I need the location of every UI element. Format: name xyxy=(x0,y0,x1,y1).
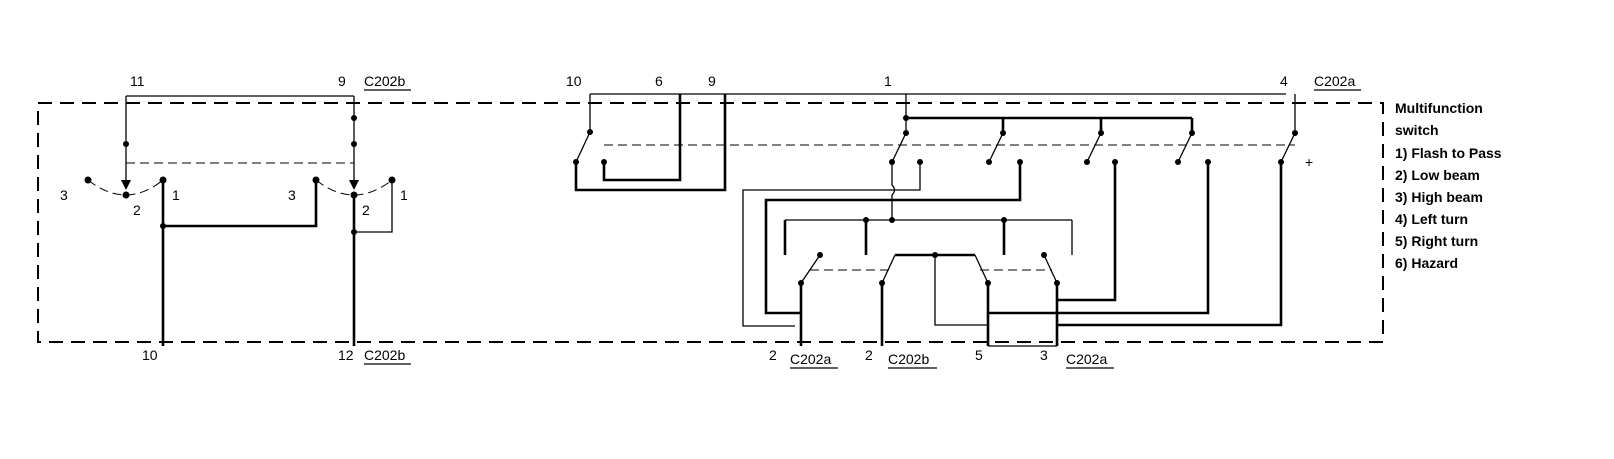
pin-6-label: 6 xyxy=(655,73,663,89)
switch-blade-1 xyxy=(891,132,907,163)
wire-sw1-d xyxy=(764,162,1022,315)
contact-dot xyxy=(1084,159,1090,165)
pin-3-label: 3 xyxy=(1040,347,1048,363)
pin-11-label: 11 xyxy=(130,73,145,89)
contact-dot xyxy=(1189,130,1195,136)
pin-5-label: 5 xyxy=(975,347,983,363)
switch-a-pos-3: 3 xyxy=(60,187,68,203)
legend-item: 6) Hazard xyxy=(1395,255,1458,271)
contact-dot xyxy=(122,191,130,199)
contact-dot xyxy=(986,159,992,165)
c202b-bottom-label-2: C202b xyxy=(888,351,929,367)
c202a-bottom-label-3: C202a xyxy=(1066,351,1107,367)
legend-item: 2) Low beam xyxy=(1395,167,1480,183)
wire-sw1-drop xyxy=(891,162,896,220)
wire-hazard-6 xyxy=(602,94,682,182)
switch-blade-hazard xyxy=(575,131,591,163)
legend-item: 1) Flash to Pass xyxy=(1395,145,1502,161)
switch-blade-3 xyxy=(1086,132,1102,163)
legend-item: 5) Right turn xyxy=(1395,233,1478,249)
switch-a-arc xyxy=(87,179,164,196)
switch-blade-5 xyxy=(1280,132,1296,163)
junction-dot xyxy=(889,217,895,223)
unused-terminal: + xyxy=(1305,154,1313,170)
pin-10-label: 10 xyxy=(142,347,158,363)
wire-sw1-c xyxy=(742,162,921,327)
legend-title-2: switch xyxy=(1395,122,1439,138)
wire-sw-b-pos-1 xyxy=(354,180,393,233)
left-switch-block: 11 9 C202b 3 2 1 3 2 1 1 xyxy=(60,73,411,365)
component-boundary xyxy=(37,102,1384,343)
switch-b-pos-1: 1 xyxy=(400,187,408,203)
legend-title: Multifunction xyxy=(1395,100,1483,116)
contact-dot xyxy=(1098,130,1104,136)
wire-sw-a-to-sw-b xyxy=(161,180,318,228)
junction-dot xyxy=(351,115,357,121)
wire-bridge-to-pin-5 xyxy=(934,255,988,326)
switch-a-arrow xyxy=(121,180,131,190)
pin-4-label: 4 xyxy=(1280,73,1288,89)
pin-10-label: 10 xyxy=(566,73,582,89)
wire-sw5-out xyxy=(1057,162,1283,327)
switch-a-pos-1: 1 xyxy=(172,187,180,203)
legend: Multifunction switch 1) Flash to Pass 2)… xyxy=(1395,100,1502,271)
switch-b-pos-2: 2 xyxy=(362,202,370,218)
legend-item: 3) High beam xyxy=(1395,189,1483,205)
switch-blade-6 xyxy=(800,254,821,284)
c202a-top-label: C202a xyxy=(1314,73,1355,89)
switch-blade-7 xyxy=(881,254,896,284)
contact-dot xyxy=(1041,252,1047,258)
contact-dot xyxy=(1000,130,1006,136)
pin-9-label: 9 xyxy=(338,73,346,89)
c202b-bottom-label: C202b xyxy=(364,347,405,363)
junction-dot xyxy=(863,217,869,223)
contact-dot xyxy=(1175,159,1181,165)
contact-dot xyxy=(1292,130,1298,136)
pin-12-label: 12 xyxy=(338,347,354,363)
right-switch-block: 10 6 9 1 4 C202a xyxy=(566,73,1361,369)
switch-blade-8 xyxy=(974,254,989,284)
switch-blade-2 xyxy=(988,132,1004,163)
junction-dot xyxy=(351,141,357,147)
wire-sw4-out xyxy=(988,162,1210,315)
switch-b-arc xyxy=(315,179,393,196)
wire-hazard-9 xyxy=(574,94,727,192)
c202a-bottom-label-1: C202a xyxy=(790,351,831,367)
switch-blade-9 xyxy=(1043,254,1058,284)
pin-1-label: 1 xyxy=(884,73,892,89)
contact-dot xyxy=(587,129,593,135)
contact-dot xyxy=(84,176,92,184)
legend-item: 4) Left turn xyxy=(1395,211,1468,227)
junction-dot xyxy=(351,229,357,235)
junction-dot xyxy=(1001,217,1007,223)
c202b-top-label: C202b xyxy=(364,73,405,89)
switch-b-arrow xyxy=(349,180,359,190)
pin-2-label: 2 xyxy=(769,347,777,363)
contact-dot xyxy=(817,252,823,258)
switch-a-pos-2: 2 xyxy=(133,202,141,218)
switch-b-pos-3: 3 xyxy=(288,187,296,203)
contact-dot xyxy=(903,130,909,136)
junction-dot xyxy=(160,223,166,229)
switch-blade-4 xyxy=(1177,132,1193,163)
pin-9-label: 9 xyxy=(708,73,716,89)
junction-dot xyxy=(903,115,909,121)
junction-dot xyxy=(123,141,129,147)
wire-sw3-out xyxy=(1057,162,1117,302)
pin-2-label-b: 2 xyxy=(865,347,873,363)
